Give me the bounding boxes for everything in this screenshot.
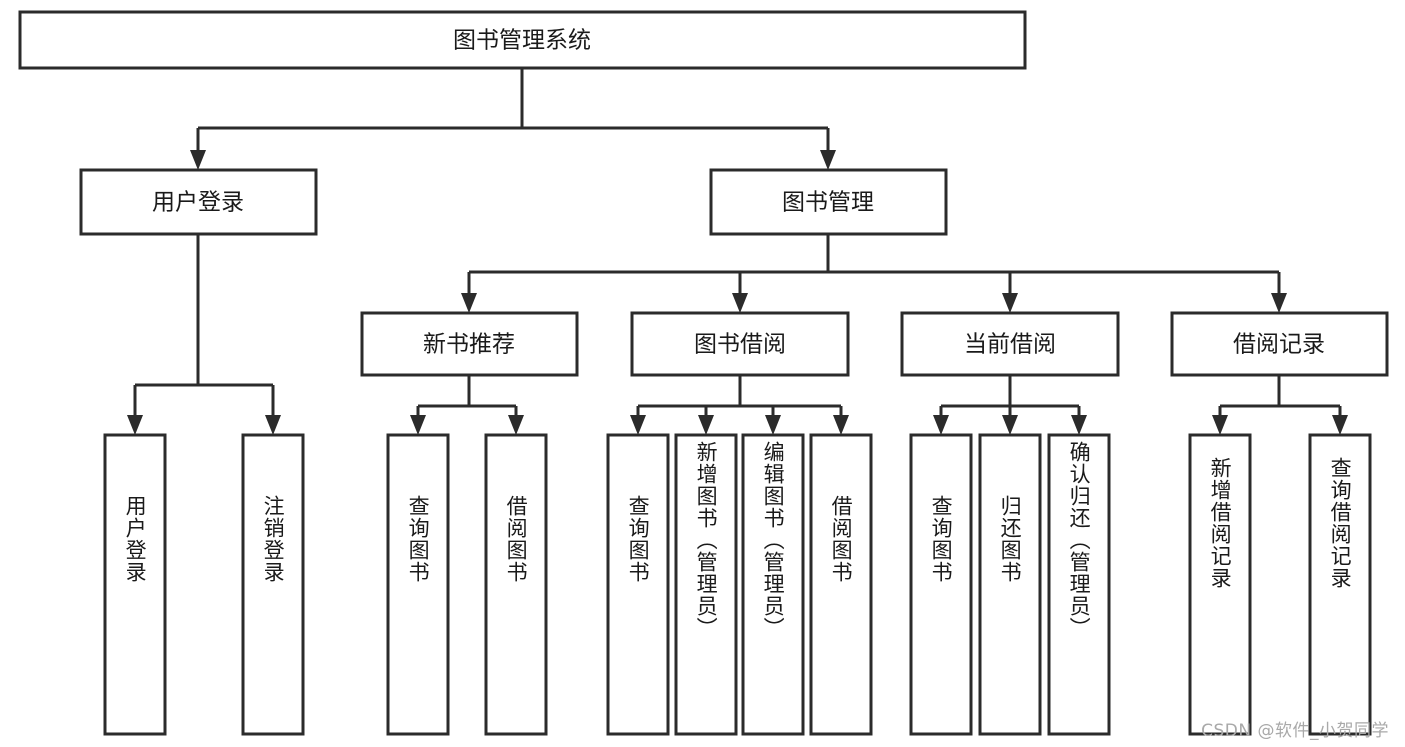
connectors-userlogin-to-leaves: [127, 234, 281, 435]
arrowhead-borrow-record: [1271, 293, 1287, 313]
node-user-login[interactable]: 用户登录: [79, 168, 318, 236]
arrowhead-leaf-logout: [265, 415, 281, 435]
arrowhead-currentborrow-c1: [933, 415, 949, 435]
node-book-borrow-label: 图书借阅: [694, 332, 786, 358]
node-borrow-record-box[interactable]: [1170, 311, 1389, 377]
leaf-box-query-borrow-record[interactable]: [1308, 433, 1372, 736]
leaf-boxes: [103, 433, 1372, 736]
node-user-login-label: 用户登录: [152, 190, 244, 216]
arrowhead-currentborrow-c3: [1071, 415, 1087, 435]
node-book-management[interactable]: 图书管理: [709, 168, 948, 236]
node-root[interactable]: 图书管理系统: [18, 10, 1027, 70]
node-borrow-record[interactable]: 借阅记录: [1170, 311, 1389, 377]
arrowhead-borrowrecord-c2: [1332, 415, 1348, 435]
arrowhead-newbook-c2: [508, 415, 524, 435]
connectors-borrowrecord-to-leaves: [1212, 375, 1348, 435]
arrowhead-current-borrow: [1002, 293, 1018, 313]
leaf-box-user-login[interactable]: [103, 433, 167, 736]
leaf-box-query-book-borrow[interactable]: [606, 433, 670, 736]
arrowhead-user-login: [190, 150, 206, 170]
leaf-box-confirm-return-admin[interactable]: [1047, 433, 1111, 736]
arrowhead-borrow-c2: [698, 415, 714, 435]
node-current-borrow[interactable]: 当前借阅: [900, 311, 1120, 377]
node-new-book-recommend[interactable]: 新书推荐: [360, 311, 579, 377]
connectors-currentborrow-to-leaves: [933, 375, 1087, 435]
arrowhead-borrow-c1: [630, 415, 646, 435]
arrowhead-book-mgmt: [820, 150, 836, 170]
connectors-newbook-to-leaves: [410, 375, 524, 435]
node-current-borrow-box[interactable]: [900, 311, 1120, 377]
arrowhead-borrow-c3: [765, 415, 781, 435]
arrowhead-borrow-c4: [833, 415, 849, 435]
leaf-box-borrow-book-newbook[interactable]: [484, 433, 548, 736]
leaf-box-return-book[interactable]: [978, 433, 1042, 736]
leaf-box-edit-book-admin[interactable]: [741, 433, 805, 736]
connectors-borrow-to-leaves: [630, 375, 849, 435]
arrowhead-borrowrecord-c1: [1212, 415, 1228, 435]
arrowhead-borrow: [732, 293, 748, 313]
node-current-borrow-label: 当前借阅: [964, 332, 1056, 358]
node-root-box[interactable]: [18, 10, 1027, 70]
node-book-borrow-box[interactable]: [630, 311, 850, 377]
leaf-box-logout[interactable]: [241, 433, 305, 736]
node-book-management-label: 图书管理: [782, 190, 874, 216]
arrowhead-currentborrow-c2: [1002, 415, 1018, 435]
leaf-box-borrow-book[interactable]: [809, 433, 873, 736]
node-book-borrow[interactable]: 图书借阅: [630, 311, 850, 377]
arrowhead-newbook: [461, 293, 477, 313]
node-new-book-recommend-label: 新书推荐: [423, 332, 515, 358]
connectors-bookmgmt-to-level3: [461, 234, 1287, 313]
leaf-box-add-book-admin[interactable]: [674, 433, 738, 736]
leaf-box-add-borrow-record[interactable]: [1188, 433, 1252, 736]
leaf-box-query-book-newbook[interactable]: [386, 433, 450, 736]
arrowhead-newbook-c1: [410, 415, 426, 435]
leaf-box-query-book-current[interactable]: [909, 433, 973, 736]
node-borrow-record-label: 借阅记录: [1233, 332, 1325, 358]
node-new-book-recommend-box[interactable]: [360, 311, 579, 377]
node-user-login-box[interactable]: [79, 168, 318, 236]
connectors-root-to-level2: [190, 68, 836, 170]
node-book-management-box[interactable]: [709, 168, 948, 236]
node-root-label: 图书管理系统: [453, 28, 591, 54]
arrowhead-leaf-user-login: [127, 415, 143, 435]
